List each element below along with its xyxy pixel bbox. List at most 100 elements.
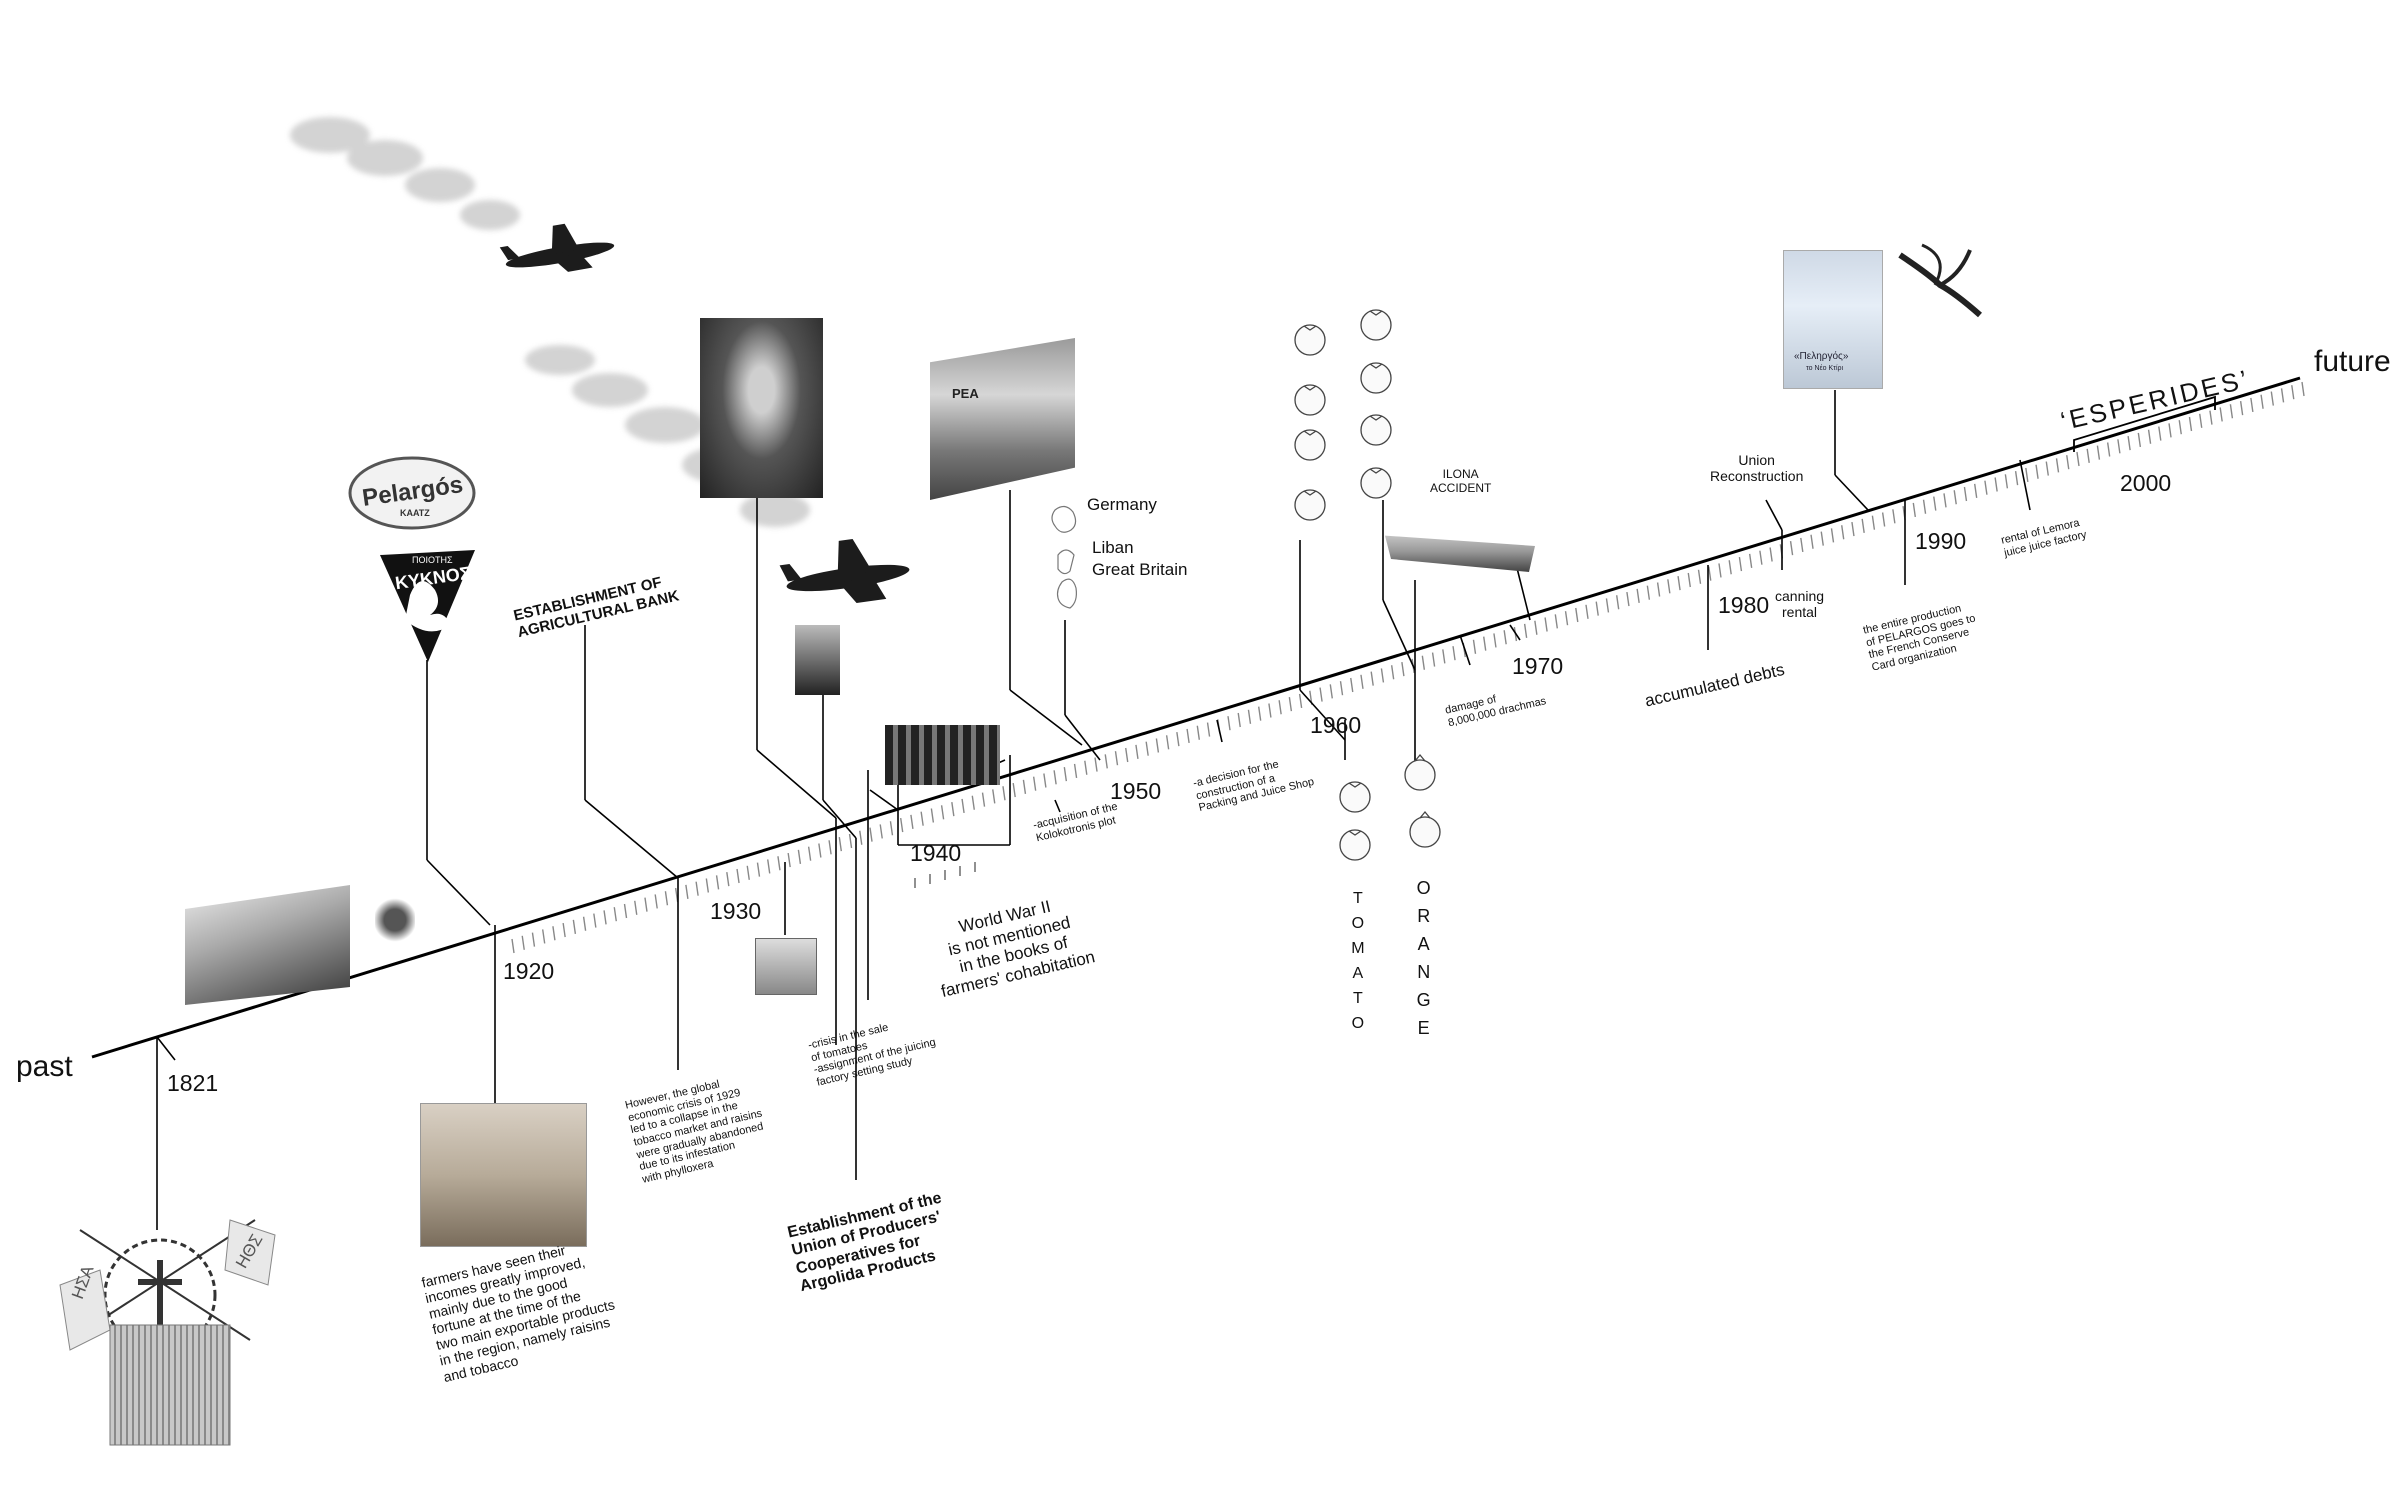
- axis-tick: [1627, 592, 1629, 606]
- axis-tick: [2292, 385, 2294, 399]
- axis-tick: [911, 815, 913, 829]
- axis-tick: [1525, 624, 1527, 638]
- axis-tick: [2179, 420, 2181, 434]
- axis-tick: [696, 882, 698, 896]
- axis-tick: [1269, 703, 1271, 717]
- axis-tick: [543, 929, 545, 943]
- photo-field-workers: [420, 1103, 587, 1247]
- export-liban: Liban: [1092, 538, 1134, 558]
- year-1940: 1940: [910, 840, 961, 866]
- axis-tick: [1770, 548, 1772, 562]
- axis-tick: [2220, 407, 2222, 421]
- axis-tick: [1647, 586, 1649, 600]
- product-tomato: TOMATO: [1348, 890, 1366, 1040]
- axis-tick: [553, 926, 555, 940]
- axis-tick: [931, 809, 933, 823]
- year-1980: 1980: [1718, 592, 1769, 618]
- axis-tick: [1924, 500, 1926, 514]
- axis-tick: [1504, 630, 1506, 644]
- axis-tick: [778, 856, 780, 870]
- axis-tick: [522, 936, 524, 950]
- axis-tick: [1668, 579, 1670, 593]
- year-2000: 2000: [2120, 470, 2171, 496]
- axis-tick: [1126, 748, 1128, 762]
- axis-tick: [645, 898, 647, 912]
- axis-tick: [1054, 770, 1056, 784]
- smoke-trail-upper: [290, 117, 520, 230]
- axis-tick: [1208, 723, 1210, 737]
- axis-tick: [850, 834, 852, 848]
- axis-tick: [1023, 780, 1025, 794]
- product-orange: ORANGE: [1413, 878, 1434, 1046]
- axis-tick: [1596, 602, 1598, 616]
- export-great-britain: Great Britain: [1092, 560, 1187, 580]
- axis-tick: [1576, 608, 1578, 622]
- axis-tick: [1821, 532, 1823, 546]
- axis-tick: [1658, 583, 1660, 597]
- year-1970: 1970: [1512, 653, 1563, 679]
- axis-tick: [2057, 458, 2059, 472]
- photo-newspaper-poster: «Πεληργός» το Νέο Κτίρι: [1783, 250, 1883, 389]
- year-1950: 1950: [1110, 778, 1161, 804]
- axis-tick: [2302, 382, 2304, 396]
- axis-tick: [1433, 653, 1435, 667]
- axis-tick: [1003, 786, 1005, 800]
- axis-tick: [839, 837, 841, 851]
- axis-tick: [1617, 595, 1619, 609]
- axis-tick: [1361, 675, 1363, 689]
- axis-tick: [1402, 662, 1404, 676]
- axis-tick: [1586, 605, 1588, 619]
- axis-tick: [1289, 697, 1291, 711]
- axis-tick: [1115, 751, 1117, 765]
- plane-icon-upper: [498, 216, 618, 283]
- axis-tick: [1259, 707, 1261, 721]
- axis-tick: [573, 920, 575, 934]
- axis-tick: [1883, 512, 1885, 526]
- axis-tick: [2128, 436, 2130, 450]
- axis-tick: [1341, 681, 1343, 695]
- year-1990: 1990: [1915, 528, 1966, 554]
- axis-tick: [1422, 656, 1424, 670]
- axis-tick: [2138, 433, 2140, 447]
- axis-tick: [972, 796, 974, 810]
- axis-tick: [2118, 439, 2120, 453]
- axis-tick: [1699, 570, 1701, 584]
- axis-tick: [798, 850, 800, 864]
- axis-tick: [1893, 509, 1895, 523]
- axis-tick: [1688, 573, 1690, 587]
- axis-tick: [1136, 745, 1138, 759]
- axis-tick: [1105, 754, 1107, 768]
- axis-tick: [1709, 567, 1711, 581]
- photo-soldiers: [885, 725, 1000, 785]
- axis-tick: [1392, 665, 1394, 679]
- axis-tick: [829, 840, 831, 854]
- axis-tick: [1484, 637, 1486, 651]
- axis-tick: [2016, 471, 2018, 485]
- axis-tick: [747, 866, 749, 880]
- axis-tick: [2189, 417, 2191, 431]
- axis-tick: [1535, 621, 1537, 635]
- axis-tick: [983, 793, 985, 807]
- photo-group-people: [795, 625, 840, 695]
- axis-tick: [1146, 742, 1148, 756]
- axis-tick: [1238, 713, 1240, 727]
- poster-sub: το Νέο Κτίρι: [1806, 365, 1843, 373]
- axis-tick: [993, 789, 995, 803]
- photo-sign-text: ΡΕΑ: [952, 386, 979, 401]
- axis-tick: [512, 939, 514, 953]
- axis-tick: [1095, 758, 1097, 772]
- axis-tick: [717, 875, 719, 889]
- axis-tick: [1013, 783, 1015, 797]
- axis-tick: [1197, 726, 1199, 740]
- axis-tick: [1964, 487, 1966, 501]
- axis-tick: [2067, 455, 2069, 469]
- axis-tick: [1975, 484, 1977, 498]
- axis-tick: [890, 821, 892, 835]
- axis-tick: [1566, 611, 1568, 625]
- axis-tick: [819, 844, 821, 858]
- axis-tick: [860, 831, 862, 845]
- axis-tick: [1872, 516, 1874, 530]
- export-germany: Germany: [1087, 495, 1157, 515]
